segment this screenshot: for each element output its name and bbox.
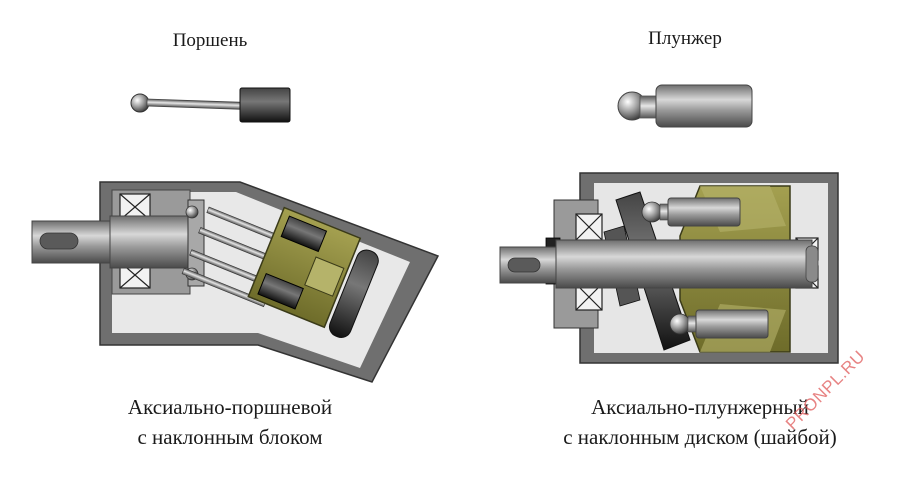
plunger-label: Плунжер bbox=[648, 28, 722, 49]
piston-part-illustration bbox=[130, 87, 291, 123]
left-caption-line-1: Аксиально-поршневой bbox=[127, 395, 333, 419]
cylinder-block bbox=[247, 206, 362, 329]
plunger-part-illustration bbox=[617, 84, 753, 128]
bearing-top-right bbox=[575, 213, 603, 241]
bent-axis-piston-pump bbox=[31, 181, 440, 383]
right-caption-line-1: Аксиально-плунжерный bbox=[591, 395, 809, 419]
right-pump-caption: Аксиально-плунжерный с наклонным диском … bbox=[510, 392, 890, 452]
lower-plunger bbox=[669, 309, 769, 339]
right-caption-line-2: с наклонным диском (шайбой) bbox=[563, 425, 837, 449]
upper-plunger bbox=[641, 197, 741, 227]
piston-label: Поршень bbox=[172, 30, 248, 51]
valve-plate bbox=[328, 249, 379, 338]
left-pump-caption: Аксиально-поршневой с наклонным блоком bbox=[60, 392, 400, 452]
swashplate-plunger-pump bbox=[499, 172, 839, 364]
left-caption-line-2: с наклонным блоком bbox=[137, 425, 323, 449]
